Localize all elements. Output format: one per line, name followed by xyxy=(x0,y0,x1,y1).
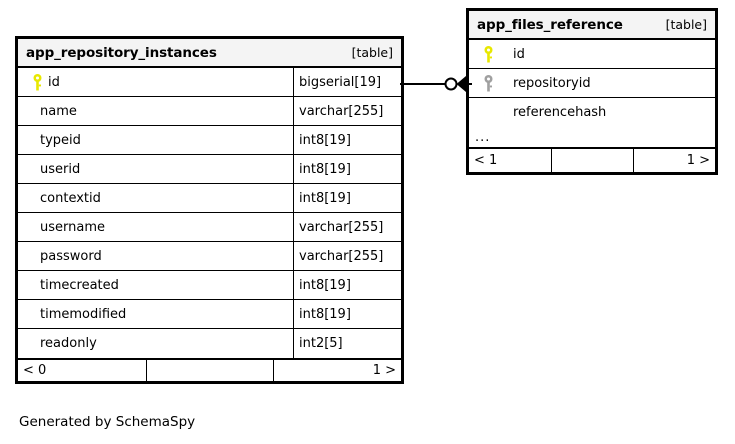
column-name: id xyxy=(513,46,525,62)
generated-by-caption: Generated by SchemaSpy xyxy=(19,414,196,430)
table-row[interactable]: id xyxy=(469,40,715,69)
column-name: repositoryid xyxy=(513,75,591,91)
primary-key-icon xyxy=(26,73,48,91)
column-name-cell: contextid xyxy=(18,184,293,212)
more-columns-indicator: ... xyxy=(469,127,715,149)
column-type: int8[19] xyxy=(293,126,401,154)
column-type: int8[19] xyxy=(293,271,401,299)
column-list: id repositoryid referencehash xyxy=(469,40,715,127)
table-row[interactable]: userid int8[19] xyxy=(18,155,401,184)
er-table-app-files-reference[interactable]: app_files_reference [table] id xyxy=(466,8,718,175)
column-name-cell: readonly xyxy=(18,329,293,358)
column-name-cell: referencehash xyxy=(469,98,715,127)
table-row[interactable]: password varchar[255] xyxy=(18,242,401,271)
column-type: varchar[255] xyxy=(293,242,401,270)
column-type: int8[19] xyxy=(293,300,401,328)
column-type: int8[19] xyxy=(293,155,401,183)
table-title: app_files_reference xyxy=(477,16,623,33)
table-type-tag: [table] xyxy=(351,45,393,60)
table-row[interactable]: timemodified int8[19] xyxy=(18,300,401,329)
footer-spacer xyxy=(551,149,633,172)
table-row[interactable]: id bigserial[19] xyxy=(18,68,401,97)
column-type: int8[19] xyxy=(293,184,401,212)
column-name: timemodified xyxy=(40,306,127,322)
table-row[interactable]: name varchar[255] xyxy=(18,97,401,126)
next-relations-link[interactable]: 1 > xyxy=(273,360,401,381)
column-type: bigserial[19] xyxy=(293,68,401,96)
column-name: typeid xyxy=(40,132,81,148)
column-type: varchar[255] xyxy=(293,97,401,125)
table-footer-nav: < 0 1 > xyxy=(18,358,401,381)
column-type: int2[5] xyxy=(293,329,401,358)
table-row[interactable]: contextid int8[19] xyxy=(18,184,401,213)
table-footer-nav: < 1 1 > xyxy=(469,149,715,172)
er-table-app-repository-instances[interactable]: app_repository_instances [table] id bigs… xyxy=(15,36,404,384)
column-name: username xyxy=(40,219,105,235)
table-row[interactable]: readonly int2[5] xyxy=(18,329,401,358)
primary-key-icon xyxy=(477,45,499,63)
column-name-cell: timemodified xyxy=(18,300,293,328)
column-type: varchar[255] xyxy=(293,213,401,241)
relationship-connector xyxy=(400,68,472,100)
column-name: referencehash xyxy=(513,105,607,120)
table-header: app_repository_instances [table] xyxy=(18,39,401,68)
column-name-cell: typeid xyxy=(18,126,293,154)
column-name: contextid xyxy=(40,190,101,206)
table-header: app_files_reference [table] xyxy=(469,11,715,40)
column-name-cell: repositoryid xyxy=(469,69,715,97)
column-name-cell: id xyxy=(469,40,715,68)
column-name: password xyxy=(40,248,102,264)
table-row[interactable]: timecreated int8[19] xyxy=(18,271,401,300)
table-row[interactable]: repositoryid xyxy=(469,69,715,98)
table-row[interactable]: referencehash xyxy=(469,98,715,127)
next-relations-link[interactable]: 1 > xyxy=(633,149,715,172)
column-name: readonly xyxy=(40,336,97,351)
column-name: id xyxy=(48,74,60,90)
foreign-key-icon xyxy=(477,74,499,92)
table-row[interactable]: username varchar[255] xyxy=(18,213,401,242)
column-list: id bigserial[19] name varchar[255] typei… xyxy=(18,68,401,358)
column-name-cell: name xyxy=(18,97,293,125)
column-name-cell: timecreated xyxy=(18,271,293,299)
prev-relations-link[interactable]: < 0 xyxy=(23,363,47,378)
column-name: userid xyxy=(40,161,81,177)
column-name: timecreated xyxy=(40,277,119,293)
table-type-tag: [table] xyxy=(665,17,707,32)
column-name-cell: password xyxy=(18,242,293,270)
column-name-cell: id xyxy=(18,68,293,96)
table-row[interactable]: typeid int8[19] xyxy=(18,126,401,155)
column-name-cell: username xyxy=(18,213,293,241)
footer-spacer xyxy=(145,360,274,381)
column-name: name xyxy=(40,103,77,119)
table-title: app_repository_instances xyxy=(26,44,217,61)
column-name-cell: userid xyxy=(18,155,293,183)
prev-relations-link[interactable]: < 1 xyxy=(474,153,498,168)
